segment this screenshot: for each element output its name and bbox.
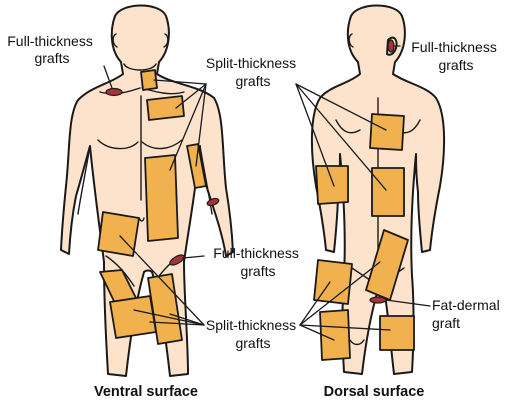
- graft-dorsal-thigh-left: [319, 309, 351, 361]
- label-ventral-full-mid: Full-thickness grafts: [213, 245, 302, 279]
- dorsal-grafts: [313, 39, 415, 361]
- label-dorsal-full-top: Full-thickness grafts: [411, 39, 500, 73]
- full-graft-ventral-groin: [169, 254, 185, 266]
- label-ventral-split-bottom: Split-thickness grafts: [206, 317, 300, 351]
- fat-dermal-graft: [369, 296, 387, 304]
- graft-ventral-neck: [140, 69, 158, 91]
- full-graft-dorsal-ear: [387, 39, 395, 53]
- graft-dorsal-hip: [313, 259, 353, 305]
- labels: Full-thickness grafts Split-thickness gr…: [7, 33, 504, 351]
- full-graft-ventral-elbow: [206, 197, 220, 207]
- graft-dorsal-thigh-right: [379, 315, 415, 351]
- ventral-grafts: [97, 69, 220, 345]
- label-ventral-split-top: Split-thickness grafts: [206, 55, 300, 89]
- full-graft-ventral-shoulder: [105, 87, 123, 97]
- ventral-leaders: [103, 65, 207, 326]
- graft-ventral-chest: [146, 95, 185, 121]
- graft-dorsal-mid-back: [371, 167, 405, 217]
- caption-ventral: Ventral surface: [94, 384, 198, 400]
- label-fat-dermal: Fat-dermal graft: [432, 297, 504, 331]
- dorsal-leaders: [295, 45, 431, 341]
- graft-ventral-abdomen: [144, 154, 179, 242]
- label-ventral-full-top: Full-thickness grafts: [7, 33, 96, 66]
- graft-dorsal-flank: [315, 165, 349, 205]
- graft-dorsal-upper-back: [369, 113, 405, 151]
- caption-dorsal: Dorsal surface: [324, 384, 425, 400]
- captions: Ventral surface Dorsal surface: [94, 384, 424, 400]
- graft-ventral-thigh-mid: [109, 295, 157, 339]
